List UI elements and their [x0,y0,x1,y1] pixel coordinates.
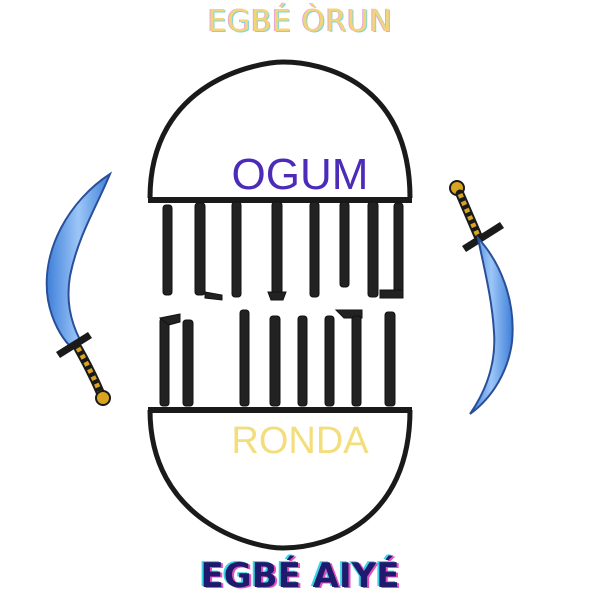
ogum-label: OGUM [231,150,369,199]
upper-tools [162,201,404,301]
ronda-label: RONDA [231,420,369,462]
egbe-aiye-title: EGBÉ AIYÉ [200,556,400,596]
egbe-orun-title: EGBÉ ÒRUN [207,4,393,39]
upper-arch-frame [147,59,413,203]
left-sword [45,171,113,406]
right-sword [449,180,514,415]
lower-arch-frame [147,407,413,551]
lower-tools [158,309,396,407]
